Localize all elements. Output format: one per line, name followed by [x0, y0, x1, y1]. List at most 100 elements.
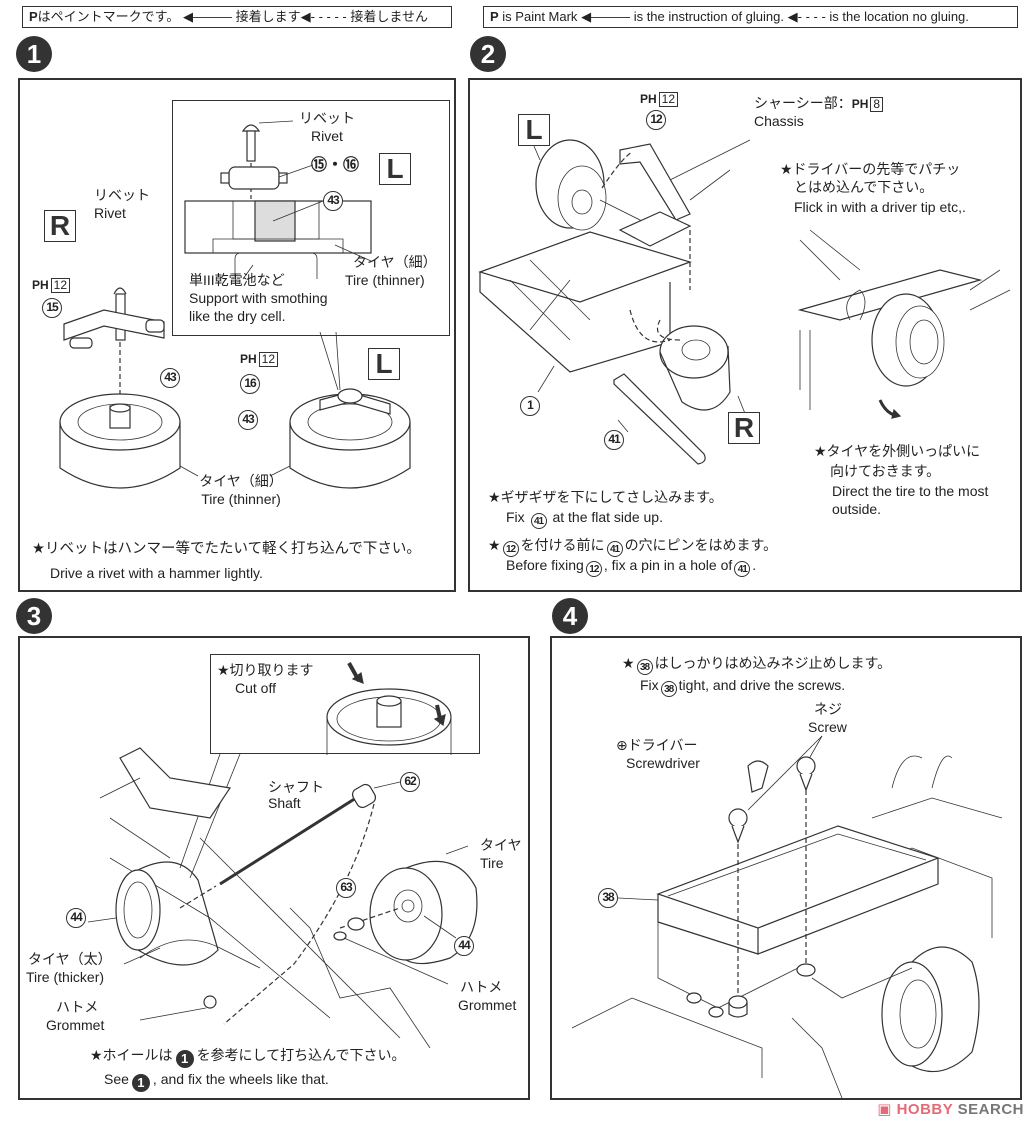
note-text: Fix [506, 509, 525, 525]
side-badge-l: L [518, 114, 550, 146]
inset-side-badge-l: L [379, 153, 411, 185]
cut-off-en: Cut off [235, 680, 276, 696]
note-text: , and fix the wheels like that. [152, 1071, 329, 1087]
note-text: tight, and drive the screws. [678, 677, 846, 693]
step-2-chassis-drawing [478, 139, 1011, 465]
note-text: . [752, 557, 757, 573]
shaft-label-en: Shaft [268, 795, 301, 811]
part-62: 62 [400, 772, 420, 792]
step-number-4: 4 [552, 598, 588, 634]
part-63: 63 [336, 878, 356, 898]
part-ref-38: 38 [636, 659, 653, 675]
screw-label-en: Screw [808, 719, 847, 735]
part-16: 16 [240, 374, 260, 394]
paint-mark-icon: P [490, 9, 499, 24]
grommet-right-jp: ハトメ [460, 979, 503, 995]
part-1: 1 [520, 396, 540, 416]
note-text: Fix [640, 677, 659, 693]
legend-english: P is Paint Mark ◀——— is the instruction … [483, 6, 1018, 28]
side-badge-r: R [44, 210, 76, 242]
step-1-note-jp: ★リベットはハンマー等でたたいて軽く打ち込んで下さい。 [32, 541, 421, 557]
part-ref-41: 41 [530, 513, 547, 529]
part-ref-12: 12 [502, 541, 519, 557]
note-text: at the flat side up. [552, 509, 663, 525]
flick-note-jp-1: ★ドライバーの先等でパチッ [780, 161, 961, 177]
note-text: Before fixing [506, 557, 584, 573]
noglue-arrow-icon: ◀- - - - - [300, 9, 347, 24]
inset-support-en-2: like the dry cell. [189, 308, 286, 324]
shaft-label-jp: シャフト [268, 779, 324, 795]
step-ref-1: 1 [131, 1074, 150, 1092]
inset-tire-label-en: Tire (thinner) [345, 272, 425, 288]
grommet-right-en: Grommet [458, 997, 517, 1013]
paint-mark: PH [240, 352, 257, 366]
direct-note-en-1: Direct the tire to the most [832, 483, 989, 499]
rivet-label-en: Rivet [94, 205, 126, 221]
inset-part-numbers: ⑮・⑯ [311, 157, 360, 174]
tire-thicker-en: Tire (thicker) [26, 969, 105, 985]
part-43-right-tire: 43 [160, 368, 180, 388]
tire-label-en: Tire (thinner) [201, 491, 281, 507]
part-ref-12: 12 [585, 561, 602, 577]
chassis-jp-text: シャーシー部： [754, 95, 852, 111]
paint-code: 12 [658, 92, 679, 107]
brand-name: HOBBY [896, 1101, 953, 1118]
inset-support-jp: 単III乾電池など [189, 272, 285, 288]
inset-rivet-label-en: Rivet [311, 128, 343, 144]
part-38: 38 [598, 888, 618, 908]
part-ref-38: 38 [660, 681, 677, 697]
legend-glue-text: is the instruction of gluing. [633, 9, 784, 24]
note-text: ★ [622, 655, 635, 671]
paint-mark-icon: P [29, 9, 38, 24]
step-1-panel: リベット Rivet ⑮・⑯ L 43 タイヤ（細） Tire (thinner… [18, 78, 456, 592]
step-3-axle-drawing [87, 747, 478, 1049]
glue-arrow-icon: ◀——— [581, 9, 631, 24]
side-badge-r: R [728, 412, 760, 444]
legend-paint-text: is Paint Mark [502, 9, 578, 24]
cut-off-jp: ★切り取ります [217, 662, 314, 678]
tire-label-jp: タイヤ（細） [199, 473, 283, 489]
part-43-left-tire: 43 [238, 410, 258, 430]
rivet-label-jp: リベット [94, 187, 150, 203]
note-text: を参考にして打ち込んで下さい。 [196, 1047, 406, 1063]
part-ref-41: 41 [734, 561, 751, 577]
note-text: , fix a pin in a hole of [603, 557, 733, 573]
rivet-assembly-drawing [184, 120, 372, 280]
part-12: 12 [646, 110, 666, 130]
step-1-note-en: Drive a rivet with a hammer lightly. [50, 565, 263, 581]
inset-tire-label-jp: タイヤ（細） [353, 254, 437, 270]
paint-mark: PH [851, 97, 869, 111]
brand-suffix: SEARCH [952, 1101, 1024, 1118]
inset-support-en-1: Support with smothing [189, 290, 328, 306]
paint-mark: PH [32, 278, 49, 292]
legend-noglue-text: 接着しません [350, 9, 428, 24]
paint-code: 8 [870, 97, 884, 112]
step-2-note-1-en: Fix 41 at the flat side up. [506, 508, 663, 529]
screwdriver-label-jp: ⊕ドライバー [616, 737, 698, 753]
tire-label-jp: タイヤ [480, 837, 522, 853]
part-44-left: 44 [66, 908, 86, 928]
step-1-inset: リベット Rivet ⑮・⑯ L 43 タイヤ（細） Tire (thinner… [172, 100, 450, 336]
screwdriver-label-en: Screwdriver [626, 755, 700, 771]
step-2-note-1-jp: ★ギザギザを下にしてさし込みます。 [488, 489, 723, 505]
inset-part-43: 43 [323, 191, 343, 211]
paint-mark: PH [640, 92, 657, 106]
step-number-1: 1 [16, 36, 52, 72]
note-text: ★ホイールは [90, 1047, 173, 1063]
grommet-left-en: Grommet [46, 1017, 105, 1033]
tire-label-en: Tire [480, 855, 504, 871]
direct-note-en-2: outside. [832, 501, 882, 517]
grommet-left-jp: ハトメ [56, 999, 99, 1015]
tire-thicker-jp: タイヤ（太） [28, 951, 112, 967]
step-3-panel: ★切り取ります Cut off [18, 636, 530, 1100]
